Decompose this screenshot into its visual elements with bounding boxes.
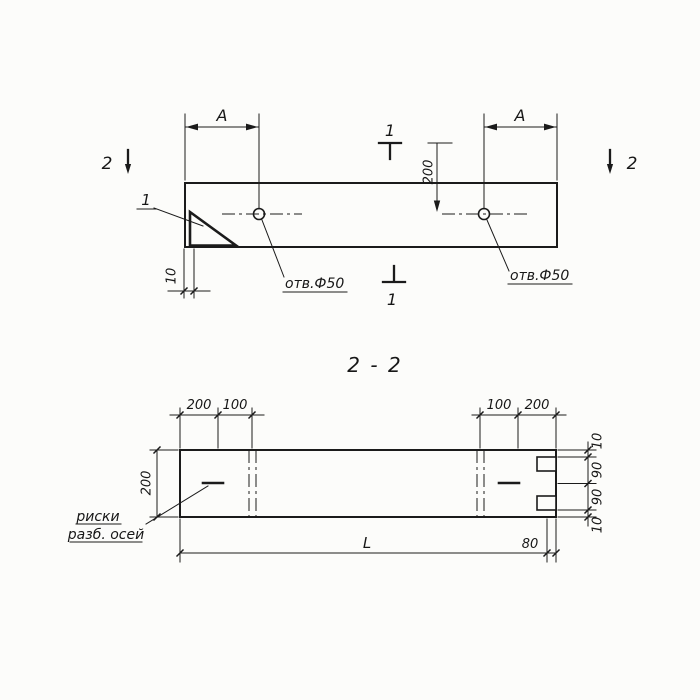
corner-detail-triangle (188, 209, 240, 247)
dim-a-right-label: A (514, 106, 526, 125)
dimension-extension-lines (167, 113, 558, 299)
section-mark-1-bottom-label: 1 (387, 290, 397, 309)
section-title: 2 - 2 (347, 353, 402, 377)
section-view-2-2: 200 200 100 100 200 10 90 90 10 L 80 рис… (67, 398, 606, 563)
detail-callout-label: 1 (141, 191, 151, 209)
dim-200-label: 200 (422, 160, 437, 185)
axis-dashed-lines (248, 450, 485, 517)
section-outline (179, 449, 557, 518)
label-underlines (136, 208, 573, 293)
hole-label-right: отв.Ф50 (510, 268, 569, 284)
dimension-arrowheads (124, 123, 614, 212)
axis-label-line2: разб. осей (67, 527, 144, 543)
section-mark-1-top-label: 1 (385, 121, 395, 140)
leader-lines (153, 207, 510, 278)
axis-label-leader (145, 485, 209, 525)
dim-right-10-top-label: 10 (591, 433, 606, 450)
section-mark-2-right-label: 2 (627, 154, 638, 174)
axis-label-line1: риски (75, 509, 119, 525)
dim-right-10-bottom-label: 10 (591, 517, 606, 534)
top-view: A A 1 200 2 2 1 10 отв.Ф50 отв.Ф50 1 (102, 106, 638, 309)
hole-label-left: отв.Ф50 (285, 276, 344, 292)
dim-10-label: 10 (165, 268, 180, 285)
dim-right-90-upper-label: 90 (591, 462, 606, 479)
dim-top-right-200-label: 200 (525, 398, 550, 413)
dim-left-height-label: 200 (140, 471, 155, 496)
notch-top (536, 456, 557, 472)
section-cut-marks (126, 141, 612, 284)
dim-a-left-label: A (216, 106, 228, 125)
axis-label-underlines (69, 523, 143, 543)
dim-top-left-100-label: 100 (223, 398, 248, 413)
dim-80-label: 80 (522, 537, 539, 552)
dim-top-left-200-label: 200 (187, 398, 212, 413)
section-mark-2-left-label: 2 (102, 154, 113, 174)
dim-top-right-100-label: 100 (487, 398, 512, 413)
dim-length-label: L (363, 534, 371, 552)
beam-outline (184, 182, 558, 248)
extension-lines (149, 407, 597, 563)
dim-right-90-lower-label: 90 (591, 489, 606, 506)
notch-bottom (536, 495, 557, 511)
tick-marks-10 (179, 286, 199, 296)
